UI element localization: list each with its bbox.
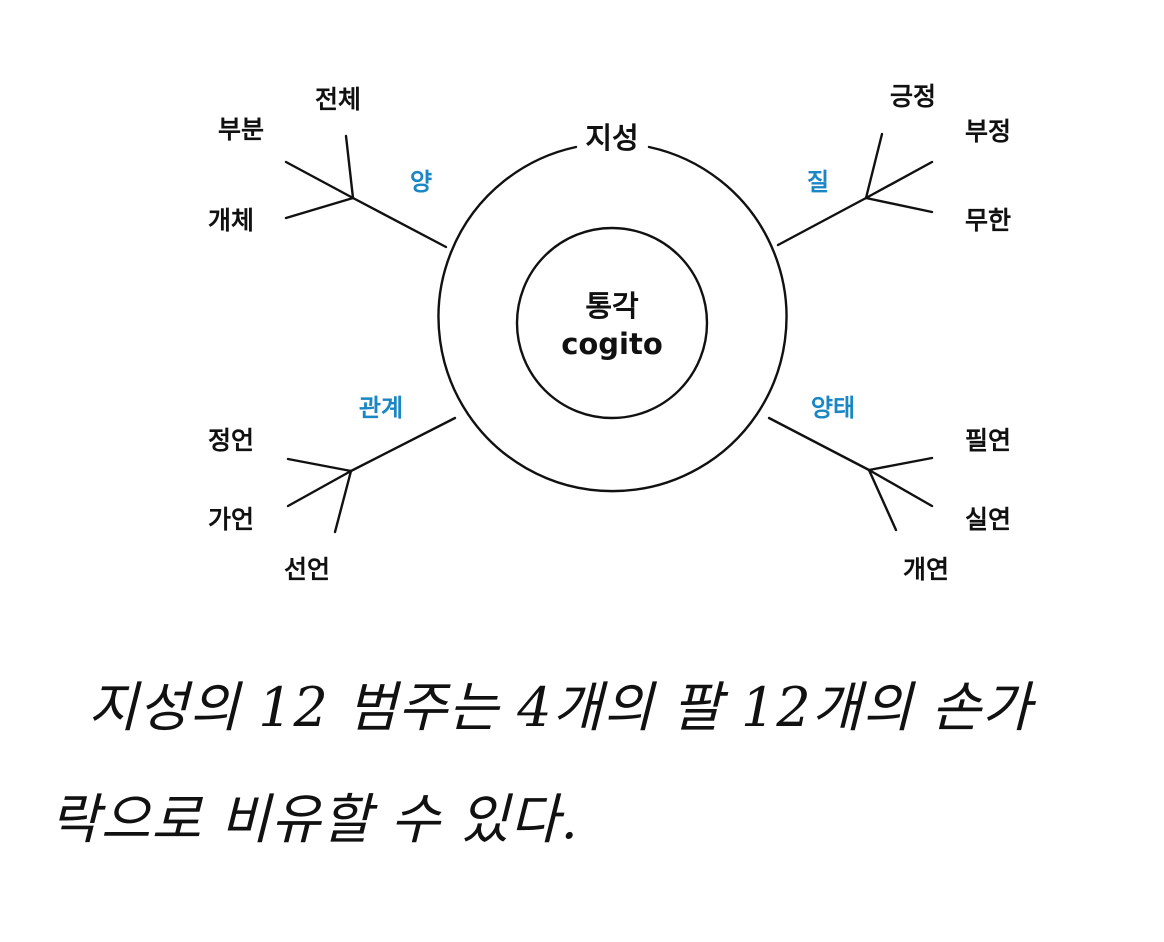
leaf-label: 정언 (208, 426, 254, 455)
leaf-label: 선언 (284, 555, 330, 584)
leaf-label: 가언 (208, 505, 254, 534)
arm-quality: 질 긍정 부정 무한 (776, 82, 1011, 247)
inner-circle (515, 226, 709, 420)
leaf-label: 개연 (903, 555, 949, 584)
leaf-label: 개체 (208, 206, 254, 235)
outer-circle-label: 지성 (585, 121, 638, 155)
center-subtitle: cogito (561, 327, 663, 361)
leaf-label: 무한 (965, 206, 1011, 235)
arm-relation: 관계 정언 가언 선언 (208, 394, 457, 584)
category-label-quality: 질 (807, 168, 829, 196)
category-label-modality: 양태 (811, 394, 855, 422)
category-label-quantity: 양 (410, 168, 432, 196)
caption: 지성의 12 범주는 4개의 팔 12개의 손가 락으로 비유할 수 있다. (50, 652, 1130, 876)
leaf-label: 부분 (218, 115, 264, 144)
category-label-relation: 관계 (359, 394, 403, 422)
center-title: 통각 (585, 289, 639, 323)
leaf-label: 실연 (965, 505, 1011, 534)
leaf-label: 필연 (965, 426, 1011, 455)
arm-modality: 양태 필연 실연 개연 (767, 394, 1011, 584)
arm-quantity: 양 전체 부분 개체 (208, 85, 448, 249)
leaf-label: 부정 (965, 117, 1011, 146)
leaf-label: 긍정 (890, 82, 936, 111)
caption-line-1: 지성의 12 범주는 4개의 팔 12개의 손가 (88, 676, 1033, 739)
leaf-label: 전체 (315, 85, 361, 114)
caption-line-2: 락으로 비유할 수 있다. (50, 788, 579, 851)
outer-circle (437, 145, 788, 493)
